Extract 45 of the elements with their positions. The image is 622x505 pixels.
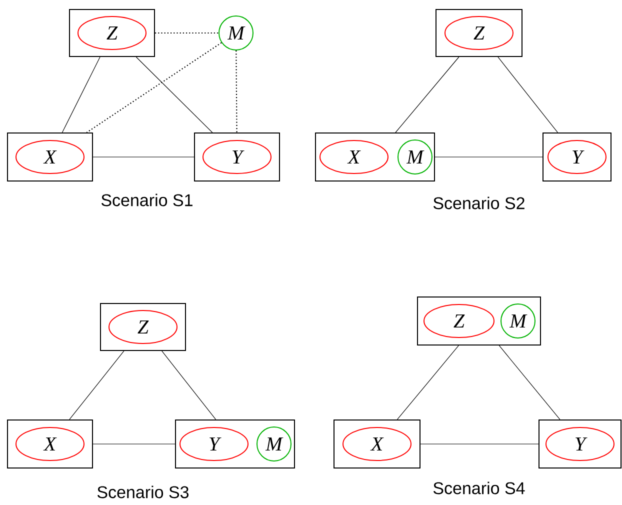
caption: Scenario S4 bbox=[433, 482, 525, 494]
box-node bbox=[194, 132, 280, 182]
circle-node: M bbox=[256, 426, 292, 462]
box-node bbox=[7, 420, 93, 468]
box-node bbox=[315, 132, 435, 182]
connector-line bbox=[69, 350, 124, 420]
ellipse-node: Z bbox=[108, 310, 178, 344]
circle-node: M bbox=[398, 140, 432, 174]
ellipse-node: Y bbox=[548, 140, 606, 174]
box-node bbox=[542, 132, 612, 182]
box-node bbox=[436, 9, 522, 57]
connector-line bbox=[498, 345, 560, 420]
circle-node: M bbox=[218, 16, 254, 50]
ellipse-node: X bbox=[16, 427, 84, 461]
caption: Scenario S1 bbox=[101, 194, 192, 206]
box-node bbox=[417, 296, 541, 346]
connector-line bbox=[395, 56, 460, 133]
connector-line bbox=[498, 56, 558, 133]
connector-line bbox=[236, 50, 238, 132]
ellipse-node: Z bbox=[78, 16, 146, 50]
ellipse-node: X bbox=[16, 140, 84, 174]
caption: Scenario S3 bbox=[97, 486, 189, 498]
ellipse-node: X bbox=[342, 427, 412, 461]
connector-line bbox=[136, 56, 213, 133]
connector-line bbox=[62, 56, 100, 133]
connector-line bbox=[155, 32, 218, 34]
ellipse-node: Z bbox=[424, 304, 494, 338]
connector-line bbox=[92, 156, 194, 158]
circle-node: M bbox=[500, 304, 536, 338]
box-node bbox=[538, 420, 622, 468]
ellipse-node: Y bbox=[546, 427, 614, 461]
connector-line bbox=[162, 350, 216, 420]
caption: Scenario S2 bbox=[433, 196, 524, 210]
ellipse-node: Y bbox=[180, 427, 248, 461]
box-node bbox=[7, 132, 93, 182]
connector-line bbox=[86, 42, 222, 133]
connector-line bbox=[434, 156, 543, 158]
ellipse-node: X bbox=[320, 140, 388, 174]
box-node bbox=[69, 9, 155, 57]
box-node bbox=[100, 303, 186, 351]
connector-line bbox=[397, 345, 459, 420]
box-node bbox=[175, 420, 295, 468]
ellipse-node: Y bbox=[202, 140, 272, 174]
ellipse-node: Z bbox=[444, 16, 514, 50]
box-node bbox=[334, 420, 420, 468]
